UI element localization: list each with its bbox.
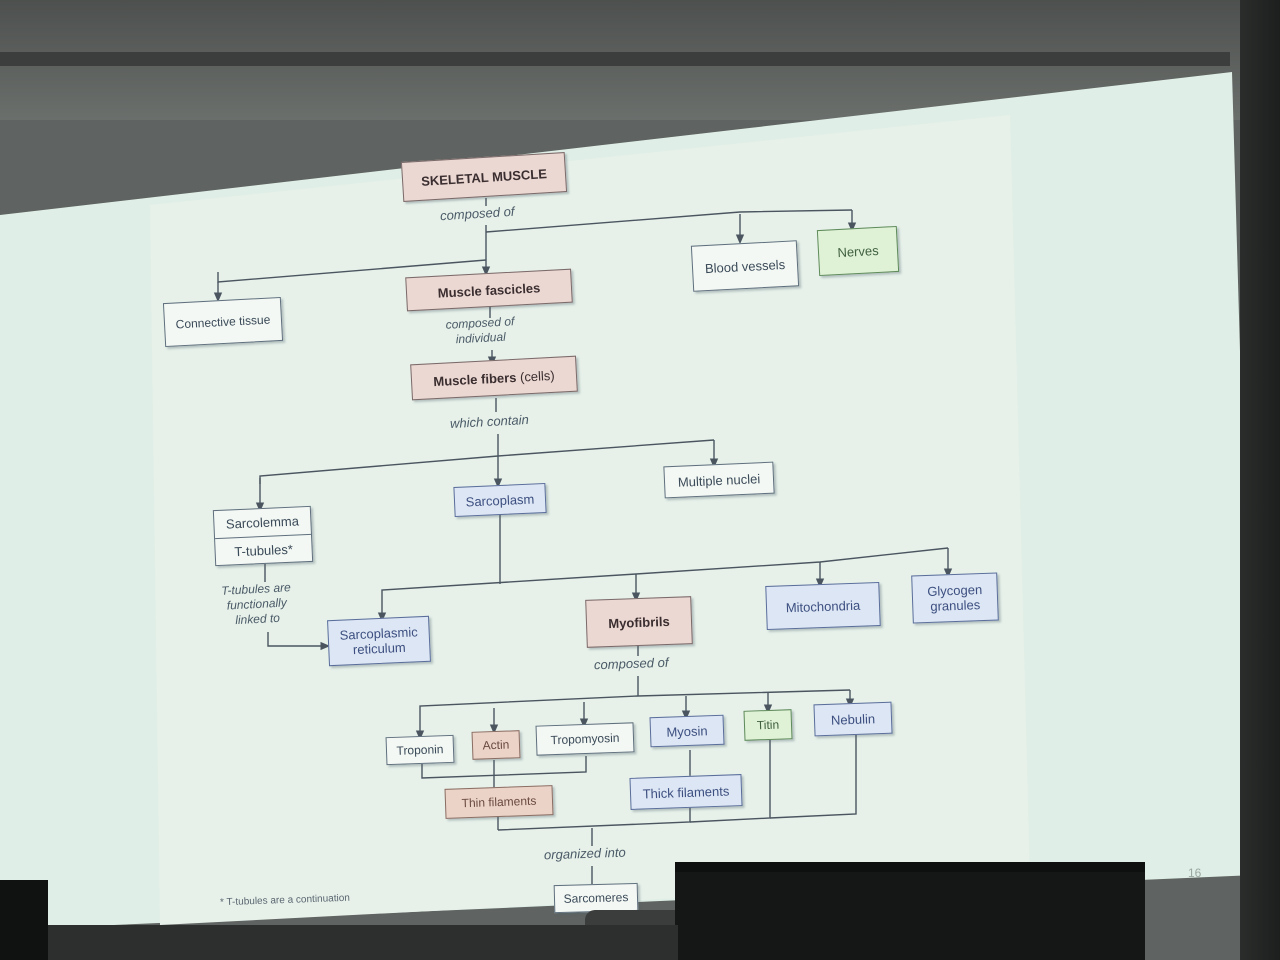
node-sarcolemma-label: Sarcolemma <box>213 506 311 539</box>
node-troponin: Troponin <box>385 734 455 766</box>
node-sarcolemma: Sarcolemma T-tubules* <box>212 505 314 567</box>
node-sarcomeres: Sarcomeres <box>553 882 639 914</box>
node-line-1: Sarcoplasmic <box>339 624 418 643</box>
node-titin: Titin <box>743 709 793 741</box>
label-t-tubules-linked: T-tubules are functionally linked to <box>221 580 293 629</box>
page-number: 16 <box>1188 866 1202 880</box>
node-myofibrils: Myofibrils <box>585 596 693 648</box>
node-muscle-fibers-note: (cells) <box>519 367 555 385</box>
node-mitochondria: Mitochondria <box>765 582 881 630</box>
label-composed-of-2: composed of <box>593 654 669 673</box>
node-line-2: granules <box>930 597 981 614</box>
node-nerves: Nerves <box>816 225 900 277</box>
node-tropomyosin: Tropomyosin <box>535 722 635 756</box>
node-nebulin: Nebulin <box>813 701 893 737</box>
node-multiple-nuclei: Multiple nuclei <box>663 461 775 499</box>
label-organized-into: organized into <box>543 844 626 863</box>
label-composed-of-individual: composed of individual <box>445 314 515 348</box>
node-sarcoplasm: Sarcoplasm <box>453 483 547 517</box>
node-muscle-fibers-label: Muscle fibers <box>432 369 517 389</box>
node-myosin: Myosin <box>649 714 725 748</box>
desk-bottom <box>48 925 678 960</box>
node-thin-filaments: Thin filaments <box>444 785 554 819</box>
node-t-tubules-label: T-tubules* <box>234 541 294 559</box>
monitor <box>675 862 1145 960</box>
node-sarcoplasmic-reticulum: Sarcoplasmic reticulum <box>327 615 431 667</box>
node-glycogen-granules: Glycogen granules <box>911 572 999 624</box>
right-wall <box>1240 0 1280 960</box>
desk-left <box>0 880 48 960</box>
node-blood-vessels: Blood vessels <box>690 240 800 292</box>
node-thick-filaments: Thick filaments <box>629 774 743 810</box>
node-line-2: reticulum <box>352 639 407 658</box>
node-actin: Actin <box>471 730 521 760</box>
ceiling-edge <box>0 52 1230 66</box>
node-connective-tissue: Connective tissue <box>162 296 284 348</box>
monitor-top <box>675 862 1145 872</box>
